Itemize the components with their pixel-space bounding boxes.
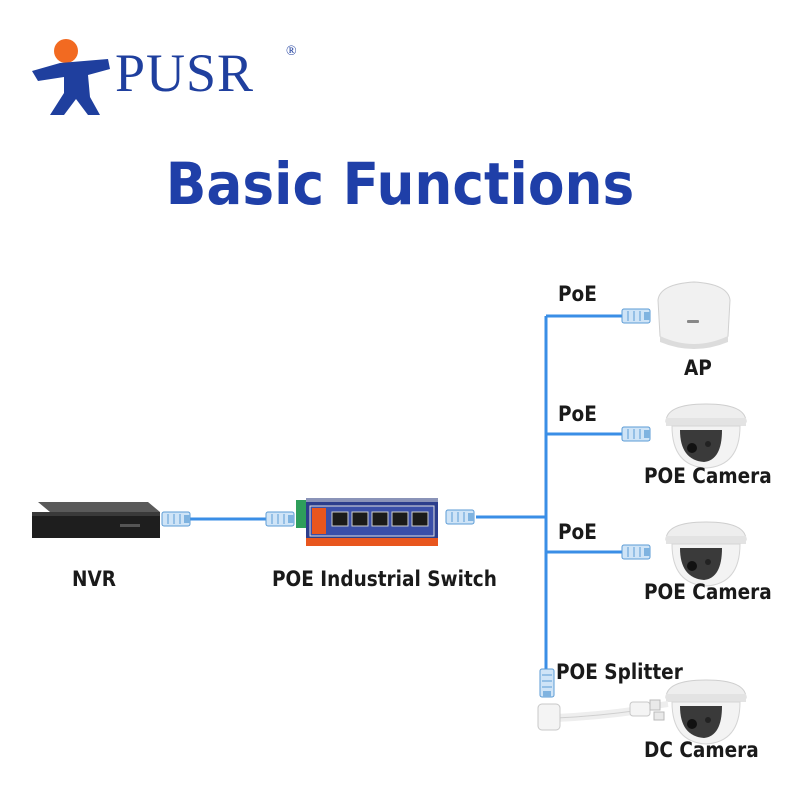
cable-lines (190, 314, 622, 680)
poe-splitter-label: POE Splitter (556, 660, 683, 684)
connector-icon (265, 511, 295, 527)
switch-label: POE Industrial Switch (272, 567, 497, 591)
poe-link-label-3: PoE (558, 520, 597, 544)
poe-switch-icon (296, 498, 438, 546)
connector-icon (621, 308, 651, 324)
connector-icon (445, 509, 475, 525)
registered-mark: ® (286, 44, 297, 59)
page-title: Basic Functions (165, 150, 635, 218)
connector-icon (161, 511, 191, 527)
ap-label: AP (684, 356, 712, 380)
connector-icon (621, 426, 651, 442)
poe-link-label-1: PoE (558, 282, 597, 306)
nvr-label: NVR (72, 567, 116, 591)
camera3-label: DC Camera (644, 738, 759, 762)
poe-splitter-icon (537, 699, 669, 731)
camera2-label: POE Camera (644, 580, 772, 604)
connector-icon (621, 544, 651, 560)
access-point-icon (657, 281, 731, 349)
pusr-logo-icon (32, 39, 110, 115)
nvr-icon (32, 502, 160, 538)
camera-icon (665, 521, 747, 587)
poe-link-label-2: PoE (558, 402, 597, 426)
connector-icon (539, 668, 555, 698)
camera-icon (665, 679, 747, 745)
camera1-label: POE Camera (644, 464, 772, 488)
camera-icon (665, 403, 747, 469)
brand-name: PUSR (115, 43, 255, 103)
